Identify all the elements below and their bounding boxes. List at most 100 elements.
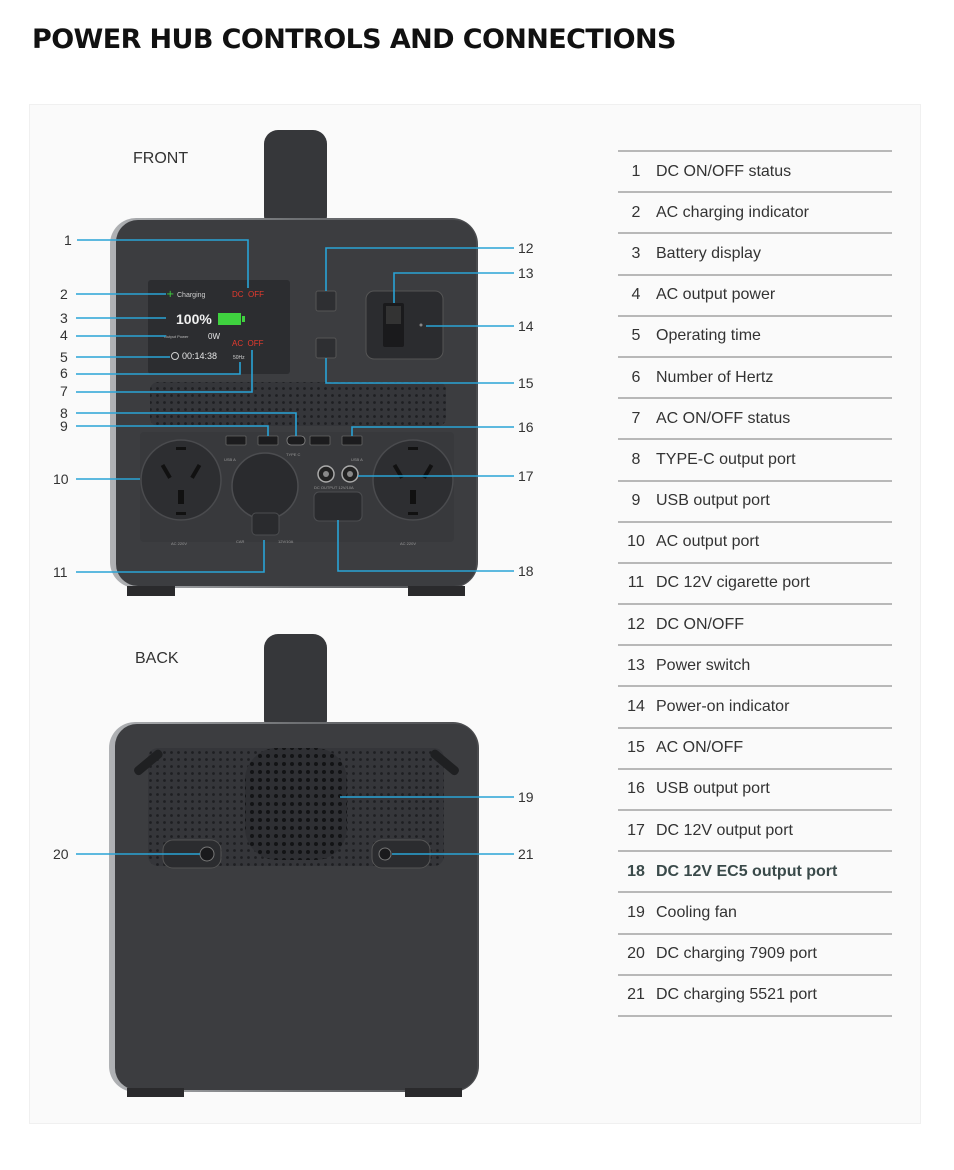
dc-12v-label: 12V/10A: [278, 539, 294, 544]
callout-number: 10: [53, 471, 69, 487]
legend-number: 16: [618, 768, 654, 812]
legend-number: 11: [618, 562, 654, 606]
legend-label: Cooling fan: [654, 892, 892, 935]
legend-number: 3: [618, 233, 654, 276]
legend-label: AC ON/OFF status: [654, 398, 892, 441]
ac-outlet-left: [140, 439, 222, 521]
back-vent-slot-right: [430, 749, 459, 776]
callout-number: 18: [518, 563, 534, 579]
callout-number: 12: [518, 240, 534, 256]
callout-line: [76, 350, 253, 393]
callout-number: 14: [518, 318, 534, 334]
legend-label: Power-on indicator: [654, 686, 892, 729]
callout-line: [351, 426, 514, 436]
power-switch-rocker: [386, 306, 401, 324]
lcd-screen: [148, 280, 290, 374]
screen-output-power: 0W: [208, 332, 220, 341]
callout-number: 7: [60, 383, 68, 399]
callout-number: 21: [518, 846, 534, 862]
screen-charging-text: Charging: [177, 292, 206, 299]
clock-icon: [171, 352, 179, 360]
back-vent-slot-left: [134, 749, 163, 776]
callout-number: 15: [518, 375, 534, 391]
back-foot-left: [127, 1088, 184, 1097]
ac-right-label: AC 220V: [400, 541, 416, 546]
usb-port-1: [225, 435, 247, 446]
callout-number: 16: [518, 419, 534, 435]
type-c-port: [286, 435, 306, 446]
callout-line: [76, 362, 241, 375]
callout-number: 17: [518, 468, 534, 484]
car-label: CAR: [236, 539, 245, 544]
legend-number: 14: [618, 686, 654, 729]
callout-number: 11: [53, 564, 68, 580]
callout-number: 5: [60, 349, 68, 365]
legend-number: 7: [618, 398, 654, 441]
legend-number: 8: [618, 439, 654, 482]
callout-number: 9: [60, 418, 68, 434]
legend-number: 6: [618, 356, 654, 400]
legend-number: 18: [618, 851, 654, 894]
front-foot-left: [127, 586, 175, 596]
dc-charging-5521-port: [378, 847, 392, 861]
dc-charging-7909-port: [199, 846, 215, 862]
ac-outlet-right: [372, 439, 454, 521]
front-handle: [264, 130, 327, 230]
ac-outlet-left-pin-l: [160, 463, 172, 479]
legend-label: AC charging indicator: [654, 192, 892, 235]
page-title: POWER HUB CONTROLS AND CONNECTIONS: [32, 24, 676, 55]
dc-output-label: DC OUTPUT 12V/10A: [314, 485, 354, 490]
legend-number: 15: [618, 727, 654, 770]
callout-number: 19: [518, 789, 534, 805]
ac-outlet-right-pin-top: [408, 447, 418, 450]
legend-label: DC charging 7909 port: [654, 933, 892, 976]
usb-port-3: [309, 435, 331, 446]
front-device: + Charging DC OFF 100% Output Power 0W A…: [110, 130, 478, 596]
usb-port-2: [257, 435, 279, 446]
legend-label: TYPE-C output port: [654, 439, 892, 482]
cigarette-port-cap: [251, 512, 280, 536]
front-view-label: FRONT: [133, 150, 188, 167]
ac-outlet-left-pin-top: [176, 447, 186, 450]
type-c-label: TYPE C: [286, 452, 301, 457]
power-switch-panel: [365, 290, 444, 360]
legend-label: AC ON/OFF: [654, 727, 892, 770]
legend-label: AC output power: [654, 274, 892, 317]
front-grille: [150, 382, 446, 426]
screen-output-power-label: Output Power: [164, 334, 189, 339]
legend-label: Number of Hertz: [654, 356, 892, 400]
callout-line: [77, 239, 249, 288]
legend-label: DC 12V output port: [654, 810, 892, 853]
callout-number: 13: [518, 265, 534, 281]
usb-a-label-left: USB A: [224, 457, 236, 462]
ec5-port: [313, 491, 363, 522]
ac-onoff-button: [315, 337, 337, 359]
front-foot-right: [408, 586, 465, 596]
callout-line: [337, 520, 514, 572]
legend-number: 9: [618, 480, 654, 523]
legend-label: DC 12V EC5 output port: [654, 851, 892, 894]
screen-time: 00:14:38: [182, 351, 217, 361]
callout-line: [393, 272, 514, 303]
legend-label: Battery display: [654, 233, 892, 276]
callout-number: 4: [60, 327, 68, 343]
screen-battery-percent: 100%: [176, 311, 212, 327]
usb-port-4: [341, 435, 363, 446]
